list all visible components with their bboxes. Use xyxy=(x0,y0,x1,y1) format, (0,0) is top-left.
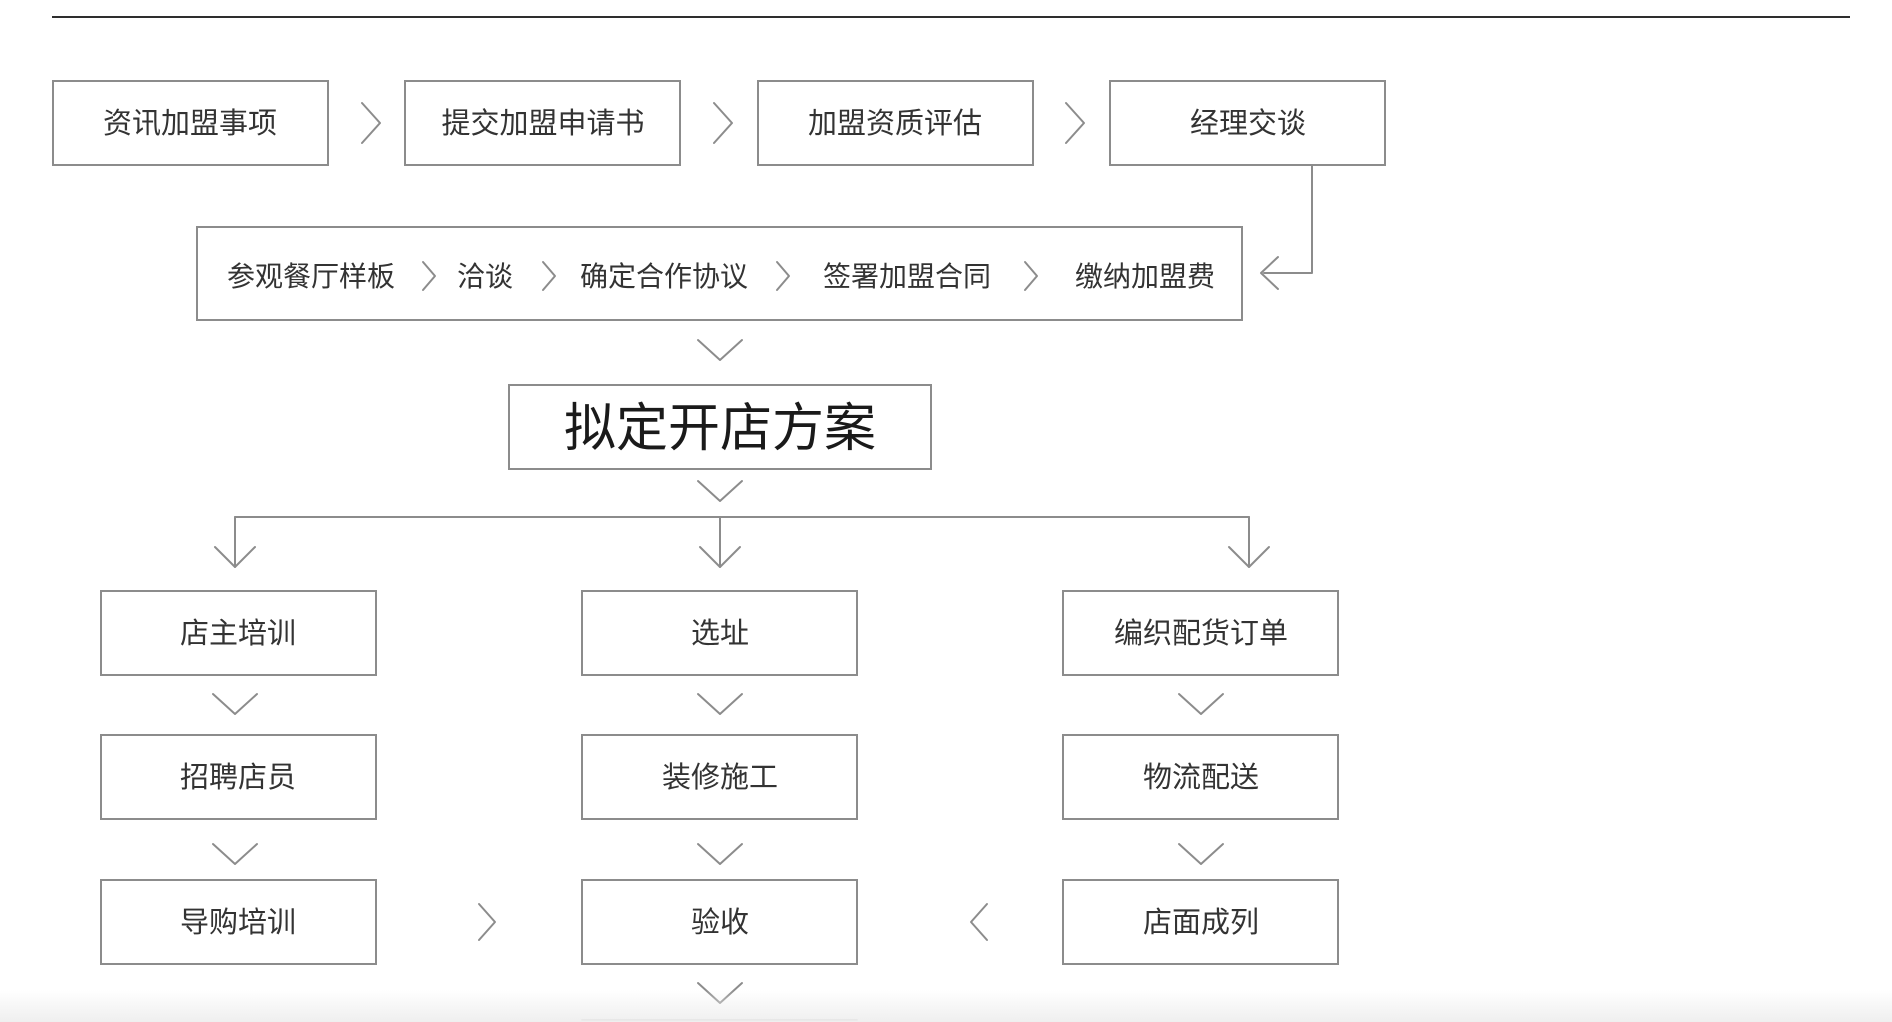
arrow-down-icon xyxy=(214,546,256,568)
renovation-box xyxy=(581,734,858,820)
owner-training-box xyxy=(100,590,377,676)
chevron-down-icon xyxy=(697,339,743,361)
sales-training-label: 导购培训 xyxy=(180,905,296,939)
store-display-box xyxy=(1062,879,1339,965)
logistics-label: 物流配送 xyxy=(1143,760,1259,794)
step-evaluate-label: 加盟资质评估 xyxy=(808,106,982,140)
chevron-right-icon xyxy=(1024,261,1038,291)
acceptance-box xyxy=(581,879,858,965)
step-evaluate-box xyxy=(757,80,1034,166)
step-contract-label: 签署加盟合同 xyxy=(823,260,991,293)
step-fee-label: 缴纳加盟费 xyxy=(1075,260,1215,293)
chevron-right-icon xyxy=(713,102,733,144)
owner-training-label: 店主培训 xyxy=(180,616,296,650)
step-consult-label: 资讯加盟事项 xyxy=(103,106,277,140)
logistics-box xyxy=(1062,734,1339,820)
return-connector xyxy=(1263,165,1313,274)
site-selection-box xyxy=(581,590,858,676)
step-consult-box xyxy=(52,80,329,166)
sales-training-box xyxy=(100,879,377,965)
chevron-right-icon xyxy=(361,102,381,144)
arrow-down-icon xyxy=(1228,546,1270,568)
step-apply-label: 提交加盟申请书 xyxy=(441,106,644,140)
chevron-right-icon xyxy=(1065,102,1085,144)
step-manager-box xyxy=(1109,80,1386,166)
chevron-down-icon xyxy=(697,693,743,715)
step-visit-label: 参观餐厅样板 xyxy=(227,260,395,293)
bottom-fade xyxy=(0,990,1892,1022)
chevron-right-icon xyxy=(422,261,436,291)
chevron-down-icon xyxy=(1178,843,1224,865)
chevron-right-icon xyxy=(478,903,496,941)
chevron-down-icon xyxy=(697,480,743,502)
chevron-down-icon xyxy=(697,843,743,865)
step-discuss-label: 洽谈 xyxy=(457,260,513,293)
step-manager-label: 经理交谈 xyxy=(1190,106,1306,140)
chevron-down-icon xyxy=(1178,693,1224,715)
chevron-down-icon xyxy=(212,693,258,715)
order-compile-label: 编织配货订单 xyxy=(1114,616,1288,650)
acceptance-label: 验收 xyxy=(691,905,749,939)
chevron-left-icon xyxy=(970,903,988,941)
recruit-staff-box xyxy=(100,734,377,820)
chevron-right-icon xyxy=(542,261,556,291)
chevron-left-icon xyxy=(1260,256,1279,290)
renovation-label: 装修施工 xyxy=(662,760,778,794)
recruit-staff-label: 招聘店员 xyxy=(180,760,296,794)
step-apply-box xyxy=(404,80,681,166)
site-selection-label: 选址 xyxy=(691,616,749,650)
chevron-right-icon xyxy=(776,261,790,291)
chevron-down-icon xyxy=(212,843,258,865)
step-agreement-label: 确定合作协议 xyxy=(580,260,748,293)
plan-label: 拟定开店方案 xyxy=(564,399,876,459)
negotiation-box xyxy=(196,226,1243,321)
plan-box xyxy=(508,384,932,470)
arrow-down-icon xyxy=(699,546,741,568)
order-compile-box xyxy=(1062,590,1339,676)
store-display-label: 店面成列 xyxy=(1143,905,1259,939)
